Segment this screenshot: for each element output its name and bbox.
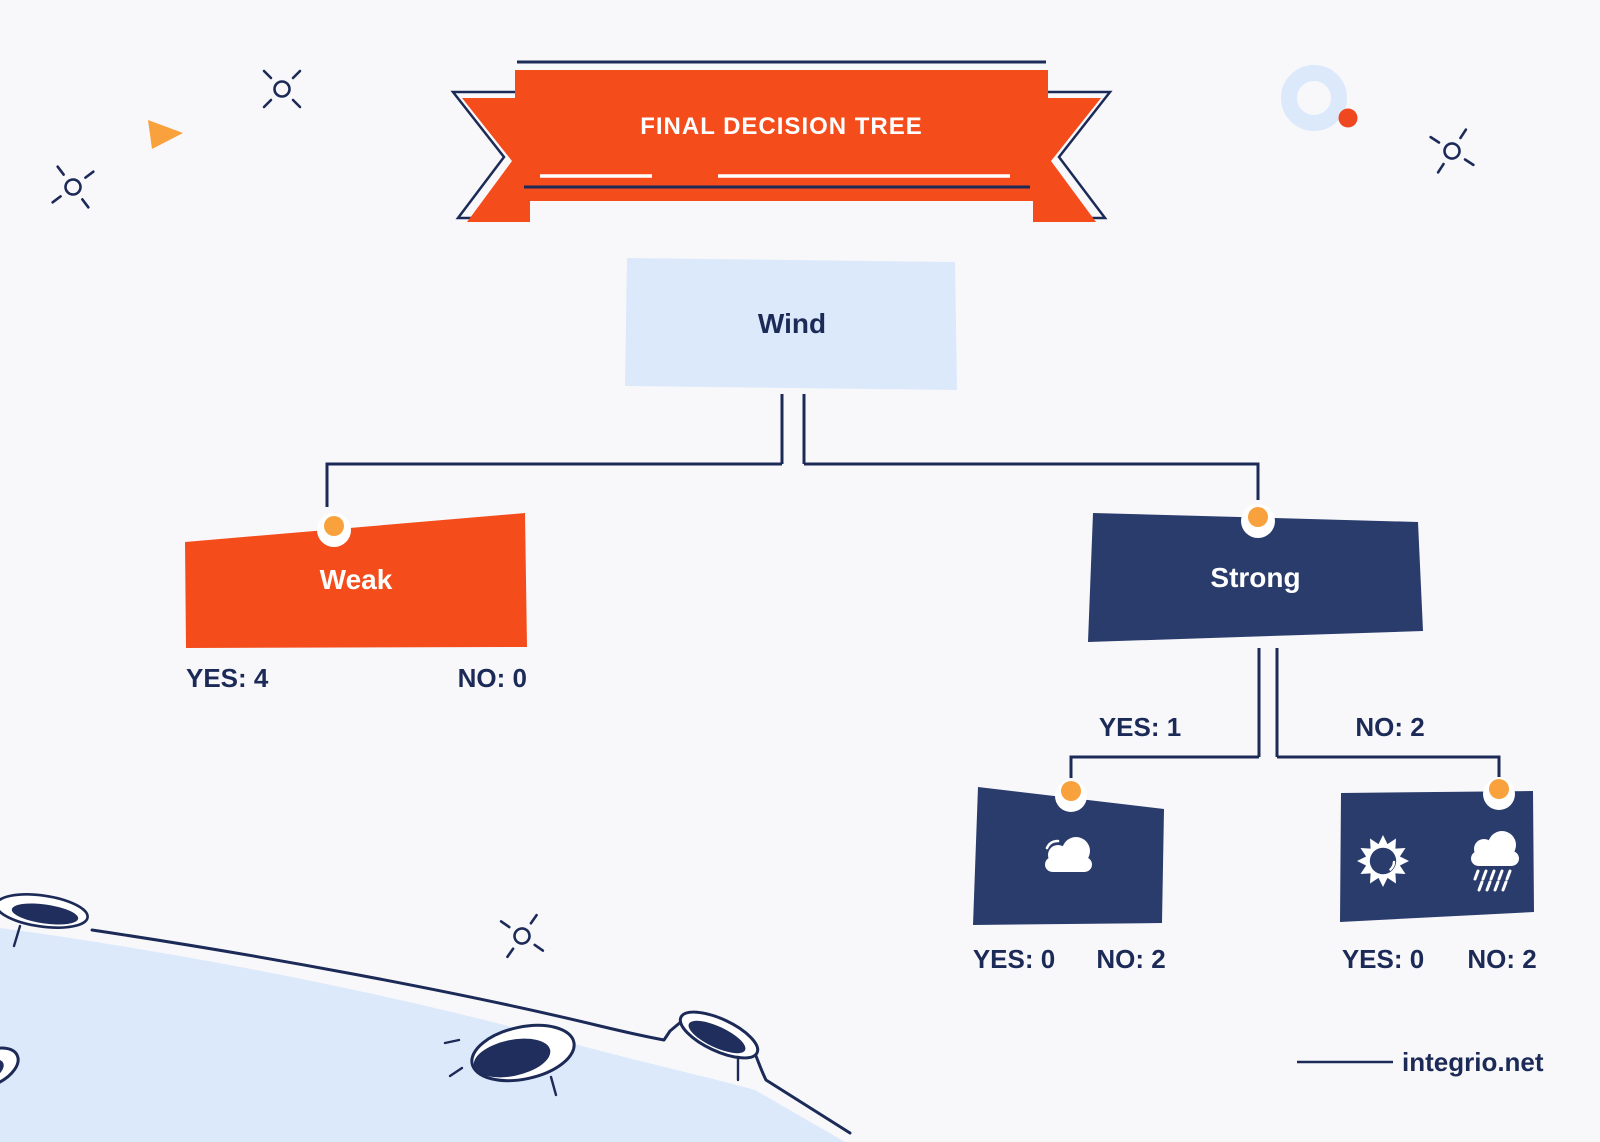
orange-dot — [1061, 781, 1081, 801]
strong-node-shape — [1088, 504, 1423, 642]
crater — [678, 1010, 760, 1082]
overcast-leaf-no-count: NO: 2 — [1096, 944, 1166, 974]
strong-node-label: Strong — [1210, 561, 1301, 593]
rain-cloud-icon — [1471, 831, 1519, 892]
weak-node-shape — [185, 513, 527, 648]
donut-decoration — [1281, 65, 1358, 131]
weak-yes-count: YES: 4 — [186, 663, 269, 693]
title-ribbon — [450, 60, 1113, 222]
strong-branch-yes-label: YES: 1 — [1098, 712, 1182, 742]
sparkle-icon — [1429, 128, 1475, 174]
sun-icon — [1357, 835, 1409, 887]
weak-node-label: Weak — [319, 564, 393, 595]
connector-lines — [325, 394, 1501, 778]
sun-rain-leaf-yes-count: YES: 0 — [1341, 944, 1425, 974]
moon-illustration — [0, 893, 852, 1142]
strong-branch-no-label: NO: 2 — [1355, 712, 1425, 742]
crater — [0, 893, 89, 948]
page-title: FINAL DECISION TREE — [640, 113, 923, 140]
orange-dot — [1338, 108, 1358, 128]
sparkle-icon — [262, 69, 302, 109]
weak-no-count: NO: 0 — [457, 663, 527, 693]
ribbon-tail-right — [1033, 98, 1101, 222]
wind-node-label: Wind — [757, 308, 827, 339]
sparkle-icon — [51, 165, 95, 209]
ribbon-tail-left — [462, 98, 530, 222]
overcast-leaf-shape — [973, 780, 1164, 925]
sun-rain-leaf-no-count: NO: 2 — [1467, 944, 1537, 974]
triangle-decoration — [148, 120, 183, 149]
footer-site-link[interactable]: integrio.net — [1402, 1047, 1544, 1077]
orange-dot — [1248, 507, 1268, 527]
sparkle-icon — [499, 913, 545, 959]
crater — [443, 1023, 576, 1097]
crater — [0, 1046, 20, 1090]
wind-node-shape — [625, 258, 957, 390]
cloud-icon — [1045, 837, 1092, 872]
orange-dot — [1489, 779, 1509, 799]
sun-rain-leaf-shape — [1340, 778, 1534, 922]
orange-dot — [324, 516, 344, 536]
ribbon-band — [515, 70, 1048, 201]
overcast-leaf-yes-count: YES: 0 — [972, 944, 1056, 974]
